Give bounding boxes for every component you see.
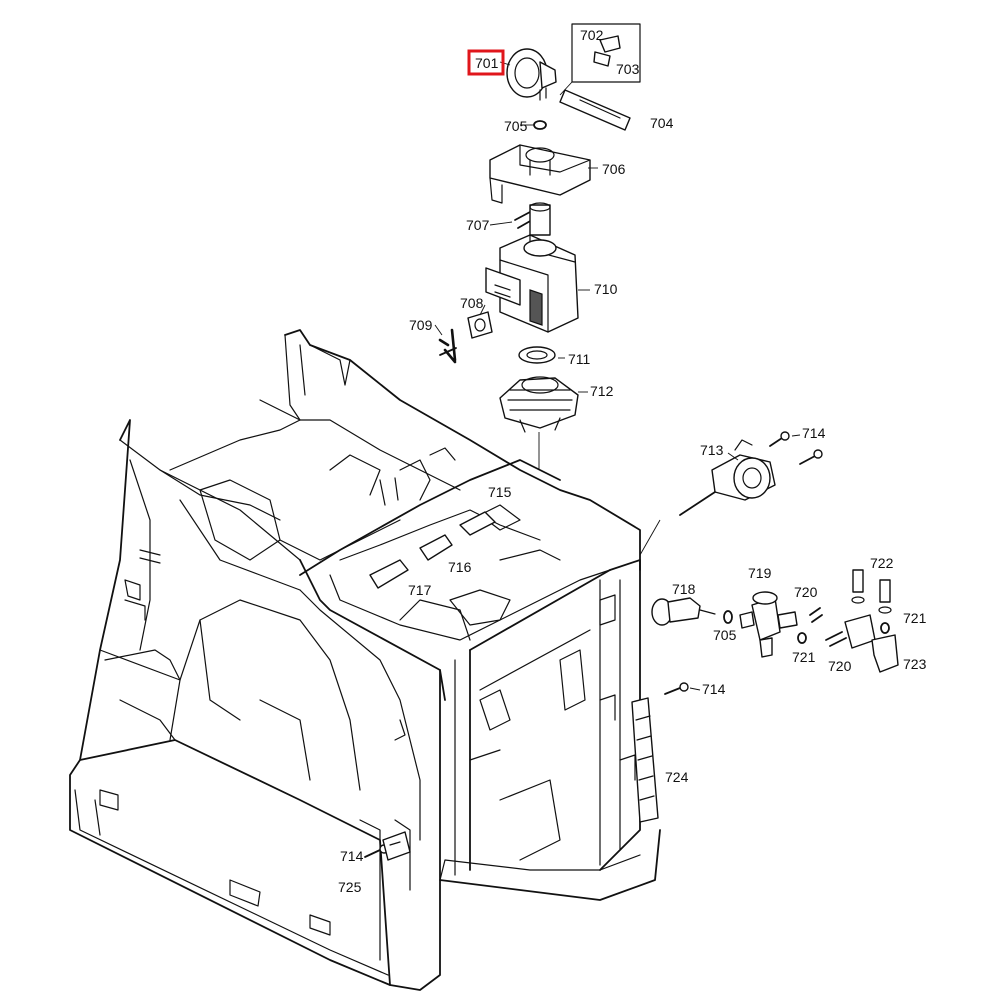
- part-718-elbow: [651, 597, 716, 626]
- label-720-a: 720: [794, 584, 818, 600]
- part-705-oring-right: [723, 610, 733, 624]
- part-701-cap: [506, 48, 557, 101]
- label-711: 711: [568, 351, 591, 367]
- label-705-right: 705: [713, 627, 737, 643]
- label-721-b: 721: [792, 649, 816, 665]
- part-702-clip: [571, 23, 641, 83]
- label-725: 725: [338, 879, 362, 895]
- part-721-orings: [797, 622, 890, 644]
- part-720-clips: [809, 607, 847, 647]
- part-711-ring: [518, 346, 556, 364]
- part-723-elbow-fitting: [844, 614, 899, 673]
- label-706: 706: [602, 161, 626, 177]
- label-714-b: 714: [702, 681, 726, 697]
- leader-lines: [434, 61, 801, 691]
- label-704: 704: [650, 115, 674, 131]
- part-708-fitting: [467, 311, 493, 339]
- label-707: 707: [466, 217, 490, 233]
- label-721-a: 721: [903, 610, 927, 626]
- part-706-bracket: [489, 144, 591, 204]
- label-715: 715: [488, 484, 512, 500]
- label-714-a: 714: [802, 425, 826, 441]
- label-702: 702: [580, 27, 604, 43]
- label-720-b: 720: [828, 658, 852, 674]
- label-723: 723: [903, 656, 927, 672]
- part-705-oring-top: [533, 120, 547, 130]
- label-717: 717: [408, 582, 432, 598]
- label-714-c: 714: [340, 848, 364, 864]
- label-708: 708: [460, 295, 484, 311]
- main-frame: [69, 329, 661, 991]
- part-713-valve: [639, 439, 776, 556]
- part-labels: 701 702 703 704 705 706 707 708 709 710 …: [338, 27, 927, 895]
- part-709-spring-clip: [438, 328, 457, 364]
- label-705-top: 705: [504, 118, 528, 134]
- label-701: 701: [475, 55, 499, 71]
- label-718: 718: [672, 581, 696, 597]
- highlight-box-701: [467, 49, 505, 76]
- part-704-tube: [559, 81, 631, 131]
- label-712: 712: [590, 383, 614, 399]
- label-709: 709: [409, 317, 433, 333]
- part-725-bracket: [382, 831, 411, 861]
- label-724: 724: [665, 769, 689, 785]
- label-716: 716: [448, 559, 472, 575]
- label-719: 719: [748, 565, 772, 581]
- label-722: 722: [870, 555, 894, 571]
- part-722-nozzles: [851, 569, 892, 614]
- part-719-tee: [739, 591, 798, 658]
- part-710-actuator: [485, 202, 579, 333]
- label-703: 703: [616, 61, 640, 77]
- part-724-rail: [631, 697, 659, 823]
- label-710: 710: [594, 281, 618, 297]
- part-712-bellows: [499, 376, 579, 433]
- label-713: 713: [700, 442, 724, 458]
